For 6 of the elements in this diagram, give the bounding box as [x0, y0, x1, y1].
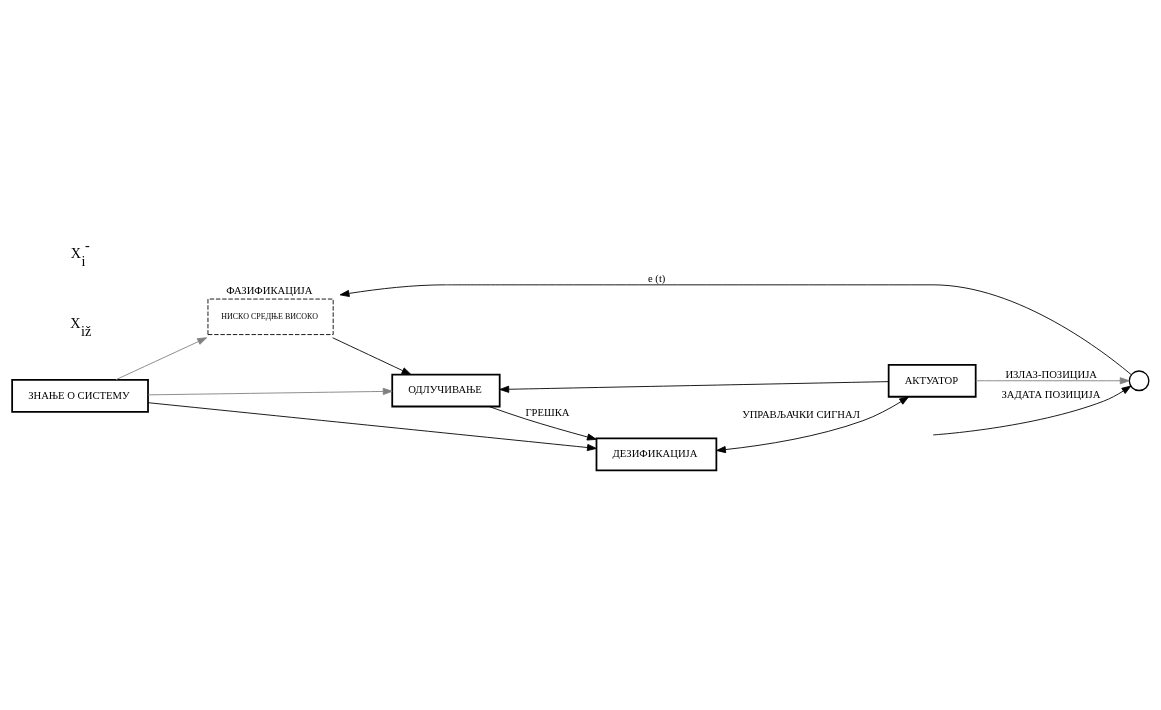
edge-label: УПРАВЉАЧКИ СИГНАЛ: [742, 408, 860, 420]
edge-label: ЗАДАТА ПОЗИЦИЈА: [1001, 389, 1101, 401]
edge-label: e (t): [647, 272, 666, 284]
edge-label: ИЗЛАЗ-ПОЗИЦИЈА: [1005, 368, 1098, 380]
edge-label: ГРЕШКА: [525, 406, 570, 418]
node-label: ФАЗИФИКАЦИЈА: [226, 285, 313, 297]
